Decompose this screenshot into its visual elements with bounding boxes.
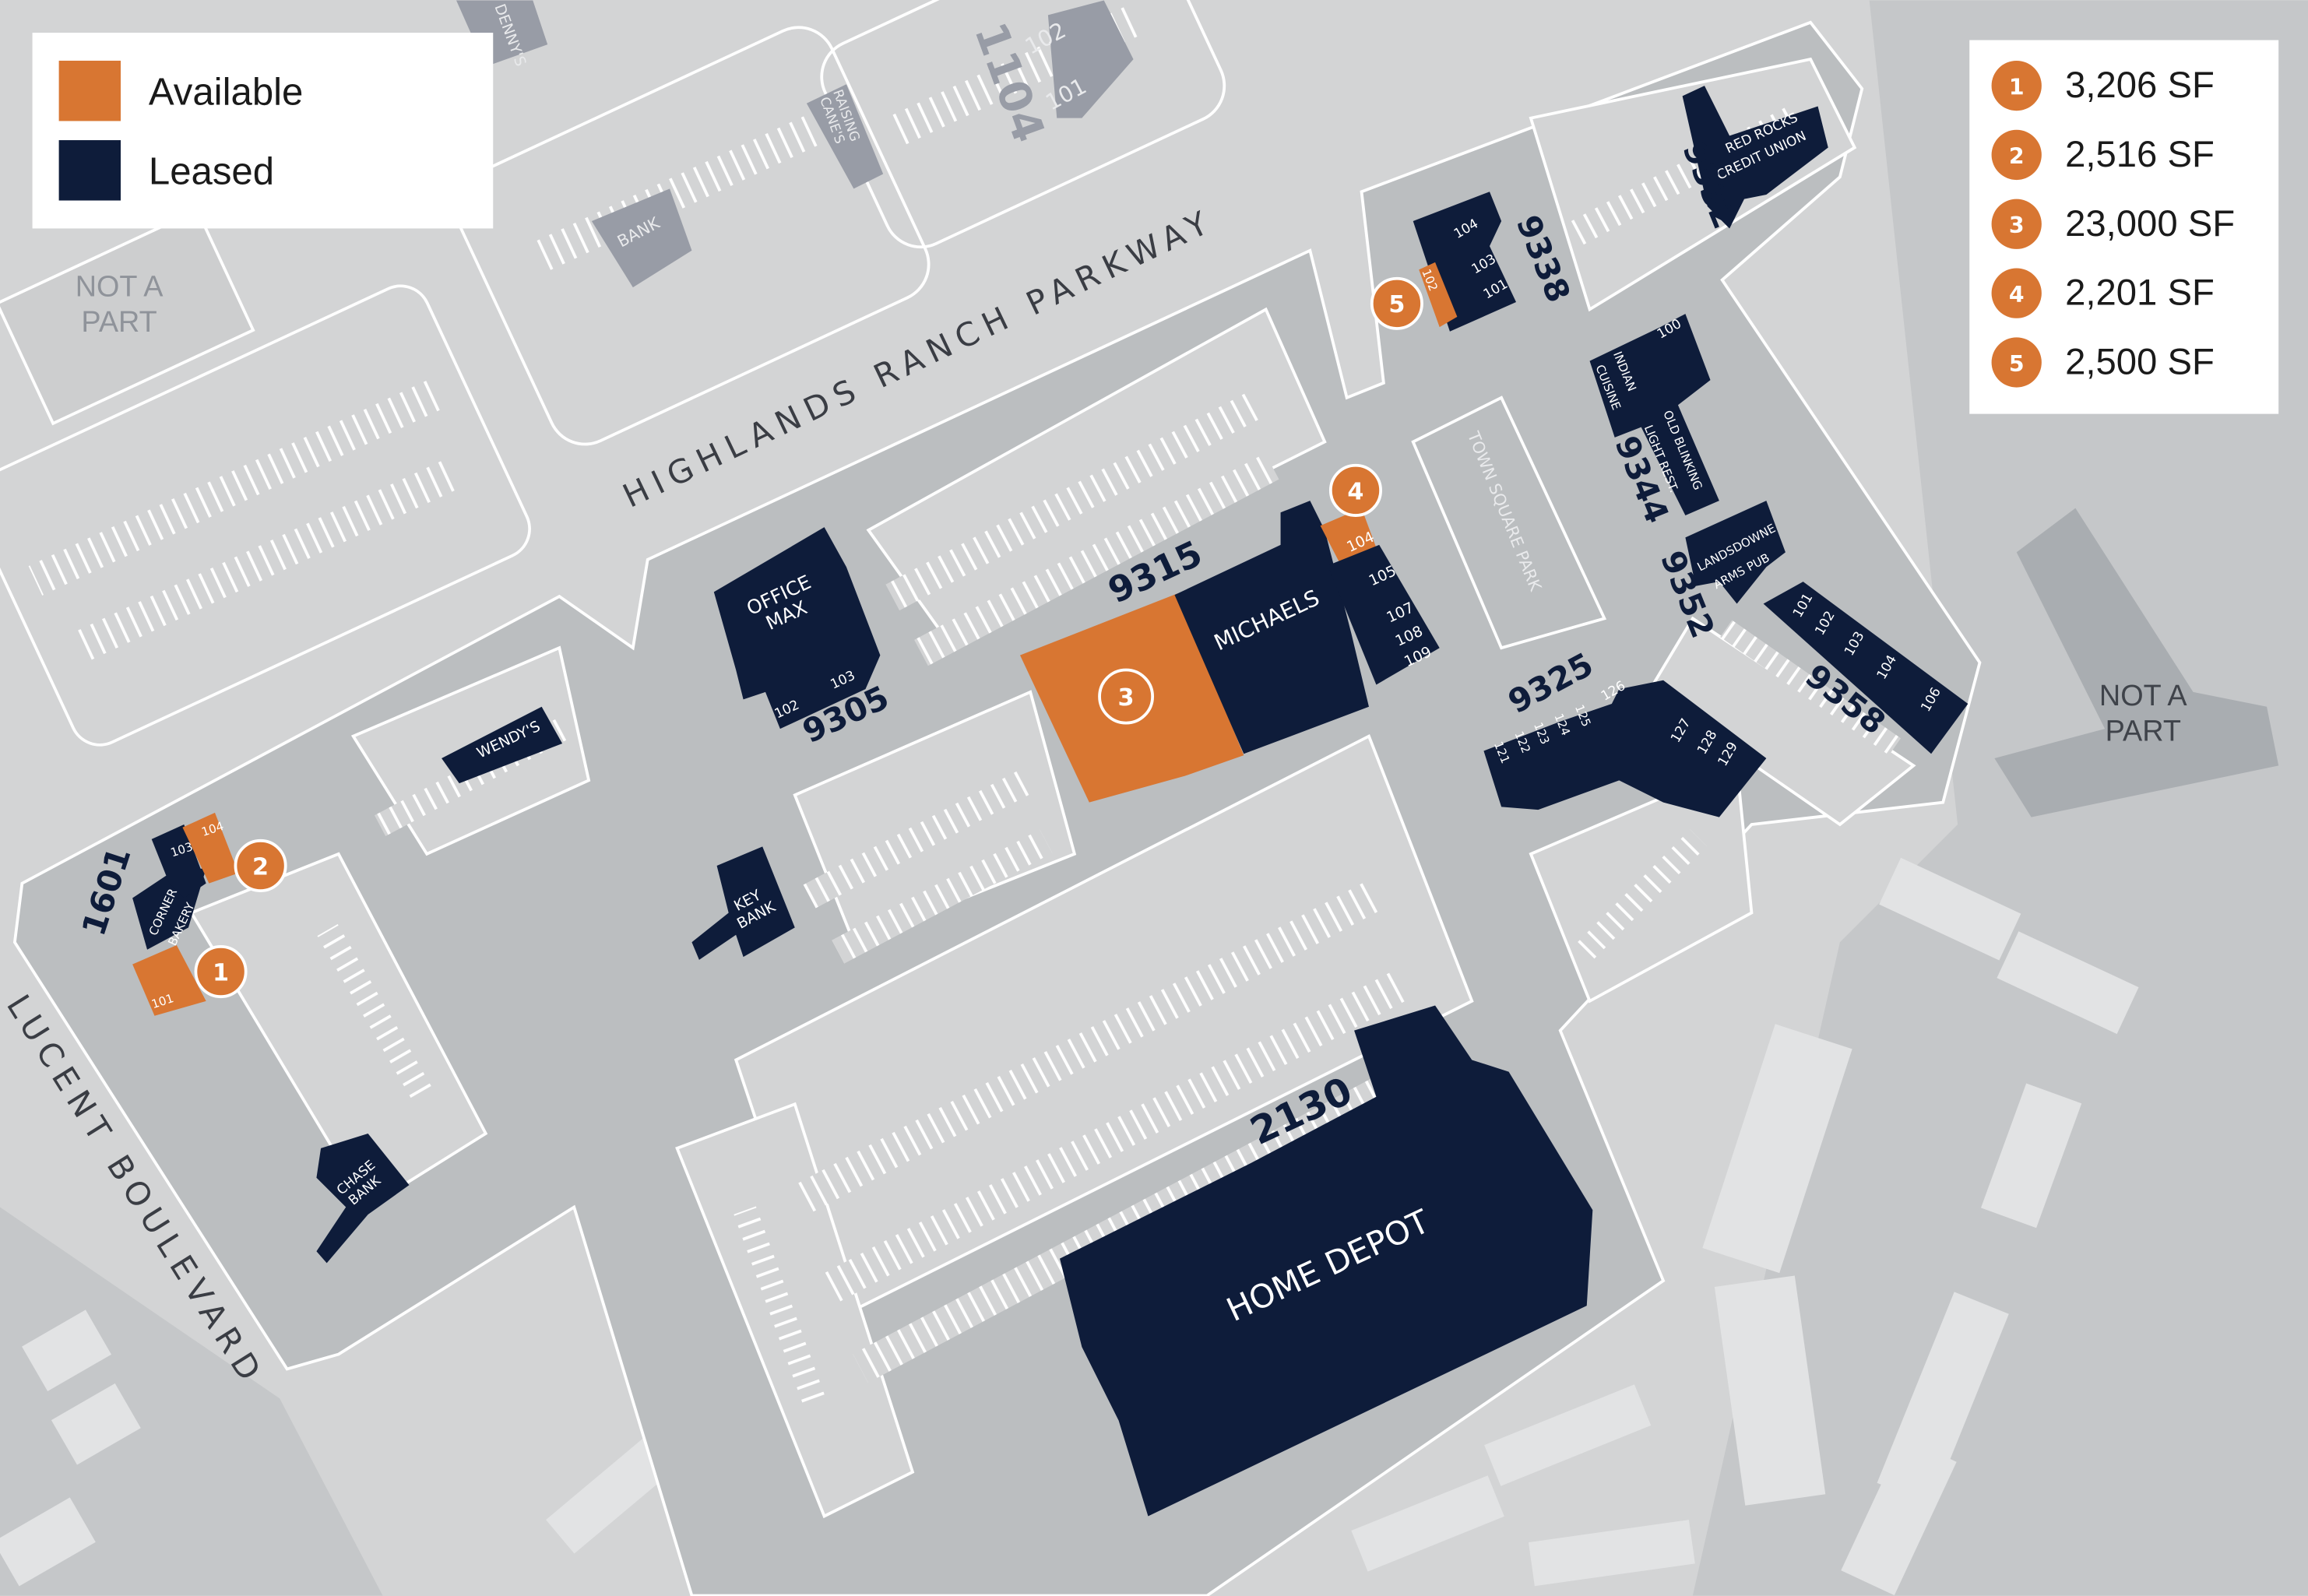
marker-3[interactable]: 3 — [1098, 668, 1154, 725]
offsite-blocks — [0, 857, 2139, 1596]
svg-text:2,516 SF: 2,516 SF — [2065, 134, 2215, 175]
svg-text:2,500 SF: 2,500 SF — [2065, 342, 2215, 383]
svg-text:Available: Available — [149, 72, 303, 114]
svg-text:PART: PART — [2106, 715, 2181, 747]
svg-text:2,201 SF: 2,201 SF — [2065, 272, 2215, 314]
svg-text:2: 2 — [252, 853, 269, 881]
marker-4[interactable]: 4 — [1328, 463, 1382, 517]
availability-item-2[interactable]: 2 2,516 SF — [1991, 129, 2215, 181]
building-9358: 101 102 103 104 106 9358 — [1763, 582, 1968, 754]
building-chase-bank: CHASE BANK — [316, 1133, 410, 1264]
building-key-bank: KEY BANK — [691, 846, 795, 960]
space-4-available — [1320, 508, 1377, 563]
svg-text:3: 3 — [2009, 213, 2025, 238]
availability-panel: 1 3,206 SF 2 2,516 SF 3 23,000 SF 4 2,20… — [1969, 40, 2279, 414]
svg-text:NOT A: NOT A — [2099, 680, 2188, 712]
building-9315: MICHAELS 104 105 107 108 109 9315 3 4 — [1019, 463, 1440, 803]
available-swatch — [58, 60, 121, 121]
svg-text:5: 5 — [1388, 291, 1405, 318]
svg-text:NOT A: NOT A — [76, 270, 164, 303]
svg-text:4: 4 — [2009, 282, 2025, 308]
svg-text:3: 3 — [1118, 684, 1135, 712]
leased-swatch — [58, 140, 121, 201]
availability-item-5[interactable]: 5 2,500 SF — [1991, 337, 2215, 388]
legend: Available Leased — [32, 33, 494, 229]
availability-item-3[interactable]: 3 23,000 SF — [1991, 199, 2236, 249]
legend-item-leased: Leased — [58, 140, 274, 201]
marker-2[interactable]: 2 — [234, 838, 287, 892]
svg-text:23,000 SF: 23,000 SF — [2065, 203, 2235, 244]
not-a-part-label-east: NOT A PART — [2099, 680, 2188, 747]
marker-1[interactable]: 1 — [194, 945, 248, 999]
svg-text:5: 5 — [2009, 351, 2025, 377]
availability-item-4[interactable]: 4 2,201 SF — [1991, 268, 2215, 318]
svg-text:4: 4 — [1347, 478, 1363, 505]
building-9305-office-max: OFFICE MAX 102 103 9305 — [713, 527, 895, 751]
michaels-leased — [1174, 501, 1369, 754]
svg-text:3,206 SF: 3,206 SF — [2065, 65, 2215, 106]
building-9332-red-rocks: RED ROCKS CREDIT UNION 9332 — [1675, 86, 1828, 234]
offsite-building-bank: BANK — [591, 188, 692, 288]
space-5-available — [1419, 262, 1458, 328]
marker-5[interactable]: 5 — [1370, 276, 1423, 330]
legend-item-available: Available — [58, 60, 303, 121]
availability-item-1[interactable]: 1 3,206 SF — [1991, 60, 2215, 111]
not-a-part-parcel-east — [1994, 508, 2279, 817]
space-1-available — [132, 945, 206, 1016]
svg-text:2: 2 — [2009, 143, 2025, 169]
svg-text:PART: PART — [81, 306, 157, 339]
svg-text:1: 1 — [2009, 74, 2025, 100]
space-2-available — [182, 812, 239, 884]
not-a-part-label-west: NOT A PART — [76, 270, 164, 338]
svg-text:1: 1 — [213, 959, 229, 986]
svg-text:Leased: Leased — [149, 151, 274, 193]
offsite-south-area — [0, 1207, 383, 1596]
parking-stripe-rows — [317, 104, 1902, 1408]
